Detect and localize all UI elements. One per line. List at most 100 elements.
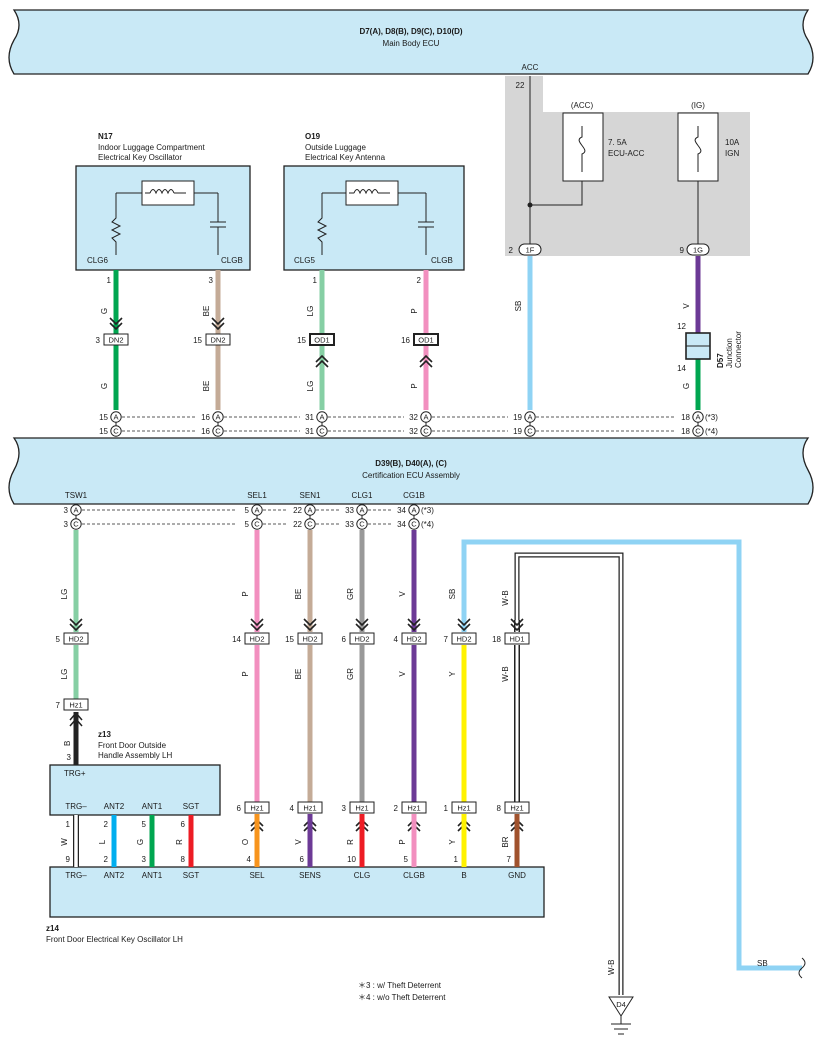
jc-1f-label: 1F [526,246,535,255]
lower-wire-4-connector-label: HD2 [406,635,421,644]
hz1-row-1-connector-label: Hz1 [303,804,316,813]
lower-variant-a: (*3) [421,506,434,515]
z13-pin-labels: TRG– ANT2 ANT1 SGT [65,802,199,811]
upper-pin-a-num-0: 15 [99,413,108,422]
fuse-ig-rating: 10A [725,138,740,147]
ground-code: D4 [616,1000,626,1009]
lower-pin-c-num-2: 22 [293,520,302,529]
lower-wire-0-chevron [69,618,83,632]
upper-wire-1-chevron [211,317,225,331]
lower-pin-a-3-letter: A [359,506,364,515]
d57-pin-top: 12 [677,322,686,331]
fuse-acc-icon [578,126,586,172]
upper-wire-0-lower-color: G [100,383,109,389]
upper-pin-c-4-letter: C [527,427,533,436]
d57-label-group: D57 Junction Connector [716,331,743,368]
upper-wire-2-lower-color: LG [306,381,315,392]
hz1-row-3-terminal: CLGB [403,871,425,880]
hz1-row-3-connector [401,801,427,814]
lower-wire-1-connector-label: HD2 [249,635,264,644]
z13-pin-1: ANT2 [104,802,125,811]
upper-wire-1-conn-pin: 15 [193,336,202,345]
z13-pin-2: ANT1 [142,802,163,811]
z14-name: Front Door Electrical Key Oscillator LH [46,935,183,944]
upper-wire-1-lower-color: BE [202,381,211,392]
upper-wire-2-connector [309,333,335,346]
hz1-row-4-terminal: B [461,871,466,880]
upper-wire-1-pin-top: 3 [209,276,214,285]
lower-wire-2-conn-pin: 15 [285,635,294,644]
lower-pin-c-3-letter: C [359,520,365,529]
upper-wire-0-pin-top: 1 [107,276,112,285]
lower-pin-a-num-2: 22 [293,506,302,515]
lower-wire-5-connector [451,632,477,645]
upper-pin-a-0-letter: A [113,413,118,422]
lower-wire-6-conn-pin: 18 [492,635,501,644]
hz1-row-0-connector [244,801,270,814]
upper-wire-2-color: LG [306,306,315,317]
sb-exit-break [798,957,806,979]
sb-exit-label: SB [757,959,768,968]
z13-wire-1-pin-top: 2 [104,820,109,829]
lower-wire-1-connector [244,632,270,645]
lower-terminal-2: SEN1 [300,491,321,500]
hz1-row-4-pin-bottom: 1 [454,855,459,864]
upper-pin-a-num-4: 19 [513,413,522,422]
z13-wire-0-pin-bottom: 9 [66,855,71,864]
hz1-row-1-pin-bottom: 6 [300,855,305,864]
hz1-row-2-pin: 3 [342,804,347,813]
upper-wire-0-color: G [100,308,109,314]
fuse-ig-icon [694,126,702,172]
z13-pin-3: SGT [183,802,200,811]
hz1-row-5-pin-bottom: 7 [507,855,512,864]
lower-wire-6-color: W-B [501,590,510,605]
z13-wire-1-pin-bottom: 2 [104,855,109,864]
upper-pin-a-num-2: 31 [305,413,314,422]
lower-wire-0-color: LG [60,589,69,600]
hz1-top-pin: 7 [56,701,61,710]
lower-pin-c-num-1: 5 [245,520,250,529]
lower-pin-a-4-letter: A [411,506,416,515]
upper-wire-2-conn-pin: 15 [297,336,306,345]
z13-wire-0-pin-top: 1 [66,820,71,829]
hz1-row-3-color: P [398,839,407,844]
z13-wire-2-pin-top: 5 [142,820,147,829]
lower-pin-c-num-4: 34 [397,520,406,529]
upper-pin-c-num-5: 18 [681,427,690,436]
fuse-acc-circuit: (ACC) [571,101,594,110]
hz1-row-4-connector [451,801,477,814]
upper-pin-c-num-1: 16 [201,427,210,436]
hz1-row-5-connector [504,801,530,814]
hz1-row-2-color: R [346,839,355,845]
lower-pin-a-num-3: 33 [345,506,354,515]
hz1-row-0-color: O [241,839,250,845]
fuse-acc-rating: 7. 5A [608,138,627,147]
upper-wire-3-lower-color: P [410,383,419,388]
lower-wire-6-connector-label: HD1 [509,635,524,644]
d57-pin-bottom: 14 [677,364,686,373]
hz1-row-5-color: BR [501,836,510,847]
upper-pin-a-num-5: 18 [681,413,690,422]
z14-code: z14 [46,924,59,933]
z13-code: z13 [98,730,111,739]
jc-1f [518,243,542,256]
lower-terminal-1: SEL1 [247,491,267,500]
upper-wire-1-connector-label: DN2 [210,336,225,345]
lower-wire-0-connector-label: HD2 [68,635,83,644]
lower-pin-c-2-letter: C [307,520,313,529]
lower-wire-3-lower-color: GR [346,668,355,680]
n17-code: N17 [98,132,113,141]
o19-internal-circuit [316,180,434,255]
hz1-row-0-connector-label: Hz1 [250,804,263,813]
hz1-row-0-terminal: SEL [249,871,265,880]
tsw1-b-color: B [63,741,72,746]
z13-pin-0: TRG– [65,802,87,811]
cert-ecu-connectors: D39(B), D40(A), (C) [375,459,447,468]
z14-box [49,866,545,918]
upper-wire-3-connector-label: OD1 [418,336,433,345]
hz1-row-1-connector [297,801,323,814]
upper-wire-2-pin-top: 1 [313,276,318,285]
lower-terminal-3: CLG1 [352,491,373,500]
o19-name-line1: Outside Luggage [305,143,366,152]
